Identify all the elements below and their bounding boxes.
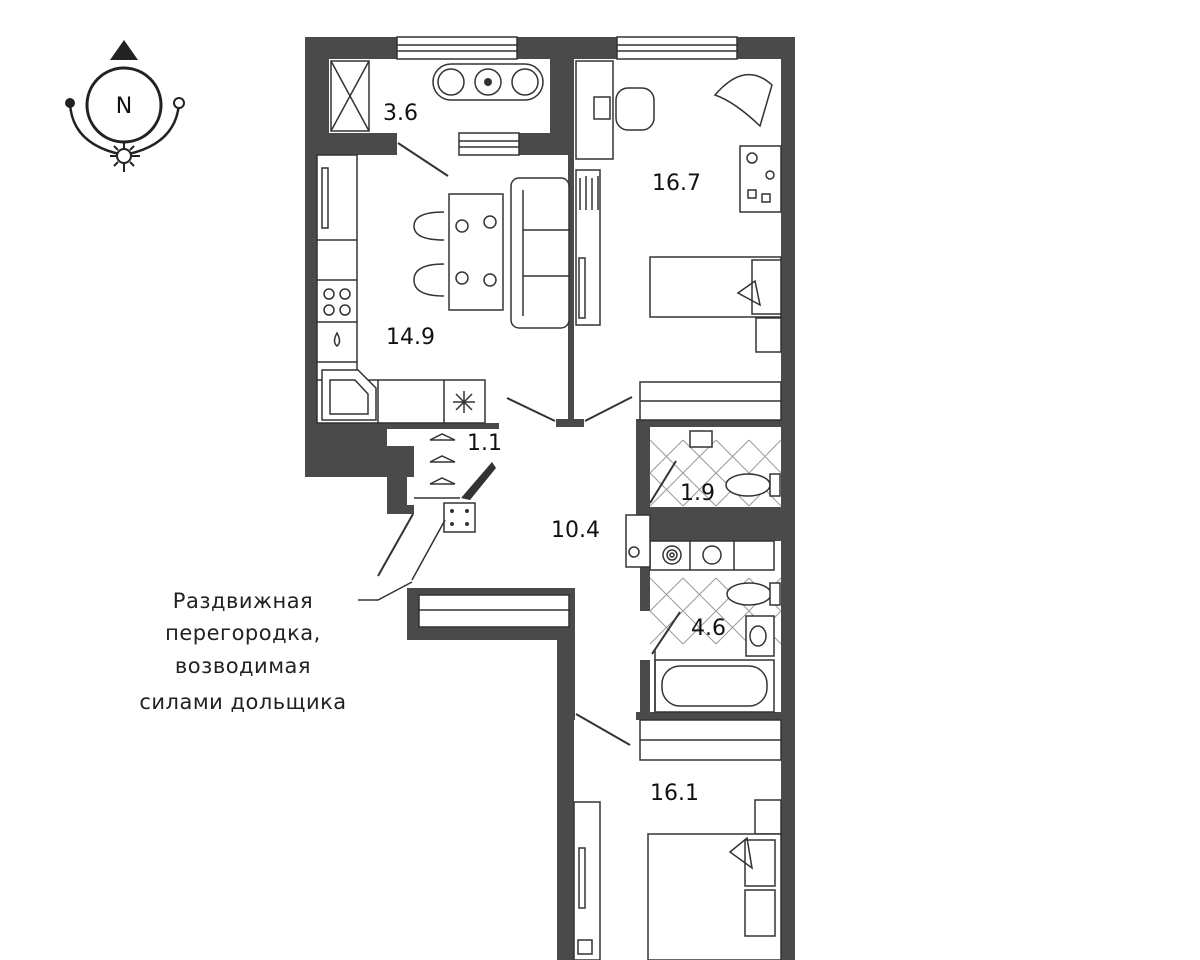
sun-icon xyxy=(110,142,140,172)
wc-furniture xyxy=(649,430,782,507)
compass: N xyxy=(65,40,185,172)
washbasin-icon xyxy=(745,615,775,657)
room-label-hall: 10.4 xyxy=(551,518,600,543)
stove-icon xyxy=(323,288,351,316)
sunrise-dot xyxy=(65,98,75,108)
room-label-kitchen: 14.9 xyxy=(386,325,435,350)
bedroom2-furniture xyxy=(573,713,782,960)
hall-furniture xyxy=(418,594,570,628)
note-line-3: возводимая xyxy=(175,654,311,678)
kitchen-furniture xyxy=(316,142,570,424)
room-label-bedroom1: 16.7 xyxy=(652,171,701,196)
washing-machine-icon xyxy=(662,545,722,565)
balcony-furniture xyxy=(330,60,544,132)
toilet-icon-bath xyxy=(726,582,781,606)
arrow-icon xyxy=(461,462,496,500)
note-line-1: Раздвижная xyxy=(173,589,313,613)
bathroom-furniture xyxy=(625,514,782,713)
toilet-icon xyxy=(725,473,781,497)
note-leader-line xyxy=(358,581,413,601)
grid-icon xyxy=(450,509,469,526)
room-labels: 3.6 14.9 16.7 1.1 10.4 1.9 4.6 16.1 xyxy=(383,101,726,806)
compass-north-letter: N xyxy=(116,94,132,119)
room-label-bathroom: 4.6 xyxy=(691,616,726,641)
bedroom1-furniture xyxy=(506,60,782,422)
water-drop-icon xyxy=(333,331,341,347)
note-line-2: перегородка, xyxy=(165,621,321,645)
snowflake-icon xyxy=(453,391,475,413)
room-label-balcony: 3.6 xyxy=(383,101,418,126)
room-label-closet: 1.1 xyxy=(467,431,502,456)
sunset-dot xyxy=(173,97,185,109)
bathtub-icon xyxy=(654,659,775,713)
room-label-bedroom2: 16.1 xyxy=(650,781,699,806)
partition-note: Раздвижная перегородка, возводимая силам… xyxy=(139,589,346,714)
closet-furniture xyxy=(358,433,496,601)
north-arrow-icon xyxy=(110,40,138,60)
room-label-wc: 1.9 xyxy=(680,481,715,506)
windows xyxy=(396,36,738,156)
armchair-icon xyxy=(713,73,773,128)
note-line-4: силами дольщика xyxy=(139,690,346,714)
corner-sink-icon xyxy=(321,369,377,421)
